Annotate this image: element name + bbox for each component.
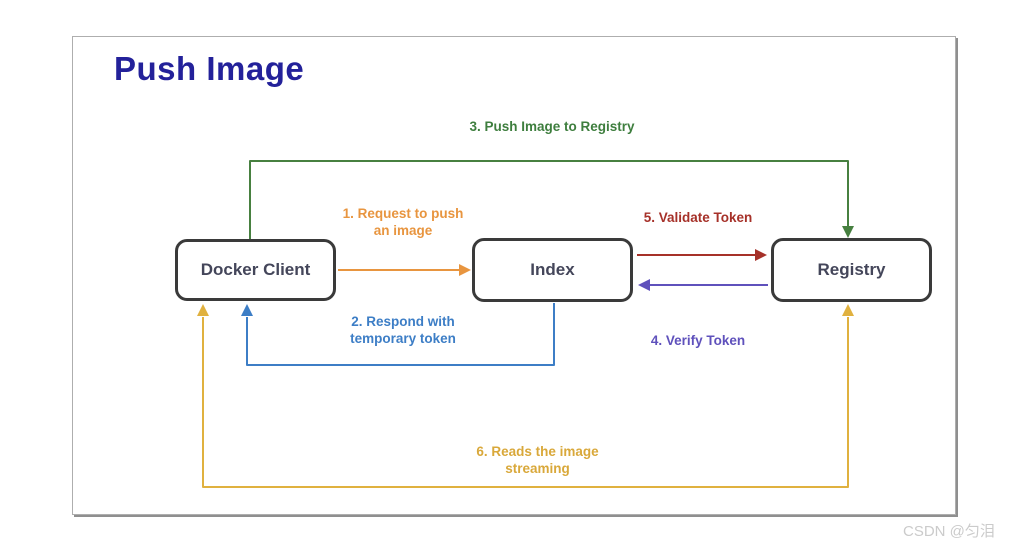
label-step6-reads-image-streaming: 6. Reads the image streaming (476, 444, 599, 477)
node-docker-client-label: Docker Client (200, 260, 311, 279)
page-title: Push Image (114, 50, 305, 87)
label-step2-respond-with-token: 2. Respond with temporary token (350, 314, 456, 347)
label-step5-validate-token: 5. Validate Token (643, 210, 753, 225)
node-index-label: Index (530, 260, 575, 279)
node-docker-client: Docker Client (175, 239, 336, 301)
node-registry-label: Registry (817, 260, 886, 279)
csdn-watermark: CSDN @匀泪 (903, 523, 995, 540)
label-step1-request-to-push: 1. Request to push an image (342, 206, 464, 239)
label-step4-verify-token: 4. Verify Token (650, 333, 746, 348)
node-registry: Registry (771, 238, 932, 302)
label-step3-push-image-to-registry: 3. Push Image to Registry (469, 119, 635, 134)
node-index: Index (472, 238, 633, 302)
